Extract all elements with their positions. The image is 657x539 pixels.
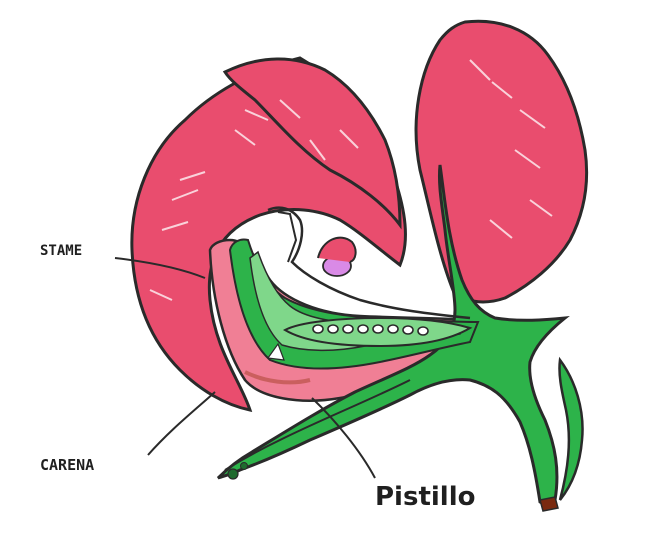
- right-petal: [416, 21, 587, 302]
- ovule: [328, 325, 338, 333]
- stigma-dot-2: [241, 463, 248, 470]
- ovule: [358, 325, 368, 333]
- label-stame: STAME: [40, 243, 82, 259]
- label-pistillo: Pistillo: [375, 482, 475, 512]
- ovule: [343, 325, 353, 333]
- label-carena: CARENA: [40, 456, 94, 474]
- nectary-cap: [318, 238, 356, 262]
- ovule: [388, 325, 398, 333]
- stamen-filament-2: [278, 212, 296, 262]
- stigma-dot: [228, 469, 238, 479]
- ovule: [313, 325, 323, 333]
- ovule: [373, 325, 383, 333]
- ovule: [403, 326, 413, 334]
- stem-tip: [540, 497, 558, 511]
- sepal: [559, 360, 582, 500]
- ovule: [418, 327, 428, 335]
- carena-pointer: [148, 392, 215, 455]
